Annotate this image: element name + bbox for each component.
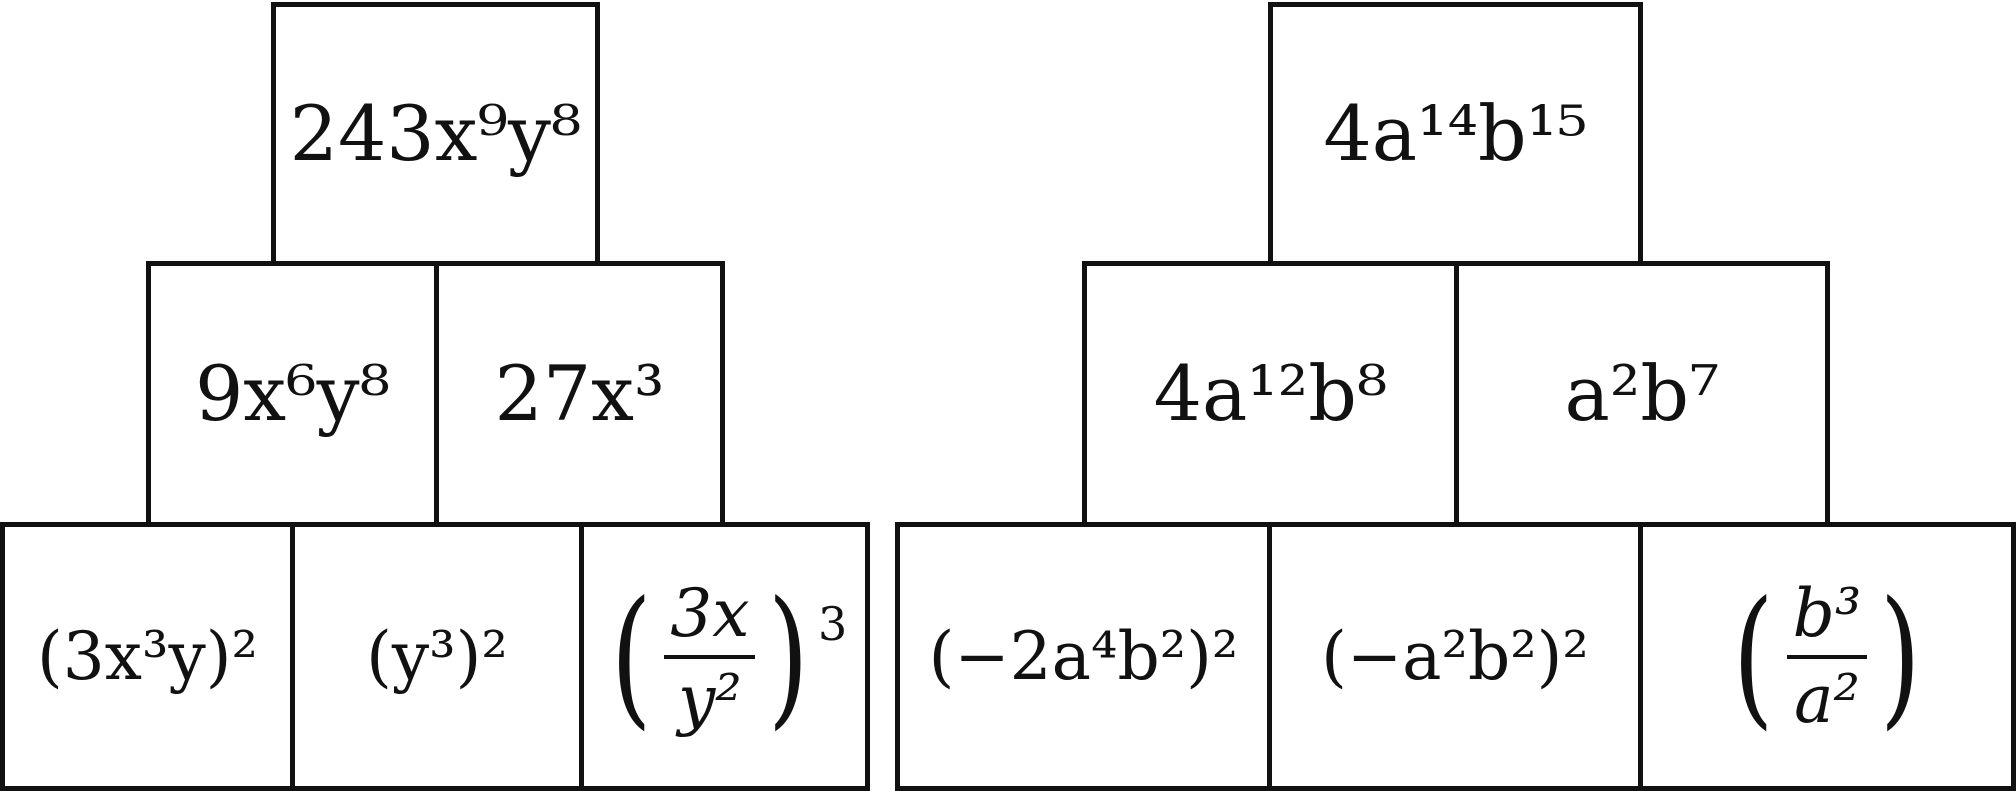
left-top-expression: 243x⁹y⁸ xyxy=(289,89,582,178)
left-bottom-fraction-expression: ( 3x y² ) 3 xyxy=(602,569,848,744)
right-paren: ) xyxy=(1880,569,1922,744)
left-top-cell: 243x⁹y⁸ xyxy=(271,2,600,266)
right-top-expression: 4a¹⁴b¹⁵ xyxy=(1323,89,1588,178)
right-middle-expression-2: a²b⁷ xyxy=(1564,349,1720,438)
fraction-numerator: 3x xyxy=(670,575,750,653)
left-bottom-expression-2: (y³)² xyxy=(366,617,508,695)
left-bottom-cell-3: ( 3x y² ) 3 xyxy=(579,522,870,791)
right-bottom-expression-1: (−2a⁴b²)² xyxy=(928,617,1239,695)
fraction-bar xyxy=(1786,654,1868,659)
right-bottom-cell-1: (−2a⁴b²)² xyxy=(895,522,1272,791)
left-middle-expression-1: 9x⁶y⁸ xyxy=(194,349,391,438)
fraction: 3x y² xyxy=(664,575,756,738)
right-top-cell: 4a¹⁴b¹⁵ xyxy=(1268,2,1643,266)
fraction: b³ a² xyxy=(1786,575,1868,738)
right-bottom-fraction-expression: ( b³ a² ) xyxy=(1724,579,1930,734)
fraction-denominator: a² xyxy=(1794,660,1860,738)
right-paren: ) xyxy=(768,569,810,744)
left-paren: ( xyxy=(1732,569,1774,744)
right-middle-cell-1: 4a¹²b⁸ xyxy=(1082,261,1459,527)
right-middle-expression-1: 4a¹²b⁸ xyxy=(1153,349,1388,438)
fraction-bar xyxy=(664,654,756,659)
outer-exponent: 3 xyxy=(818,597,848,652)
left-bottom-cell-2: (y³)² xyxy=(290,522,584,791)
left-bottom-expression-1: (3x³y)² xyxy=(37,617,258,695)
left-middle-expression-2: 27x³ xyxy=(494,349,665,438)
right-bottom-cell-3: ( b³ a² ) xyxy=(1638,522,2016,791)
right-bottom-cell-2: (−a²b²)² xyxy=(1267,522,1643,791)
fraction-numerator: b³ xyxy=(1792,575,1862,653)
right-bottom-expression-2: (−a²b²)² xyxy=(1321,617,1589,695)
right-middle-cell-2: a²b⁷ xyxy=(1454,261,1830,527)
left-middle-cell-2: 27x³ xyxy=(434,261,725,527)
fraction-denominator: y² xyxy=(677,660,742,738)
left-bottom-cell-1: (3x³y)² xyxy=(0,522,295,791)
left-paren: ( xyxy=(610,569,652,744)
